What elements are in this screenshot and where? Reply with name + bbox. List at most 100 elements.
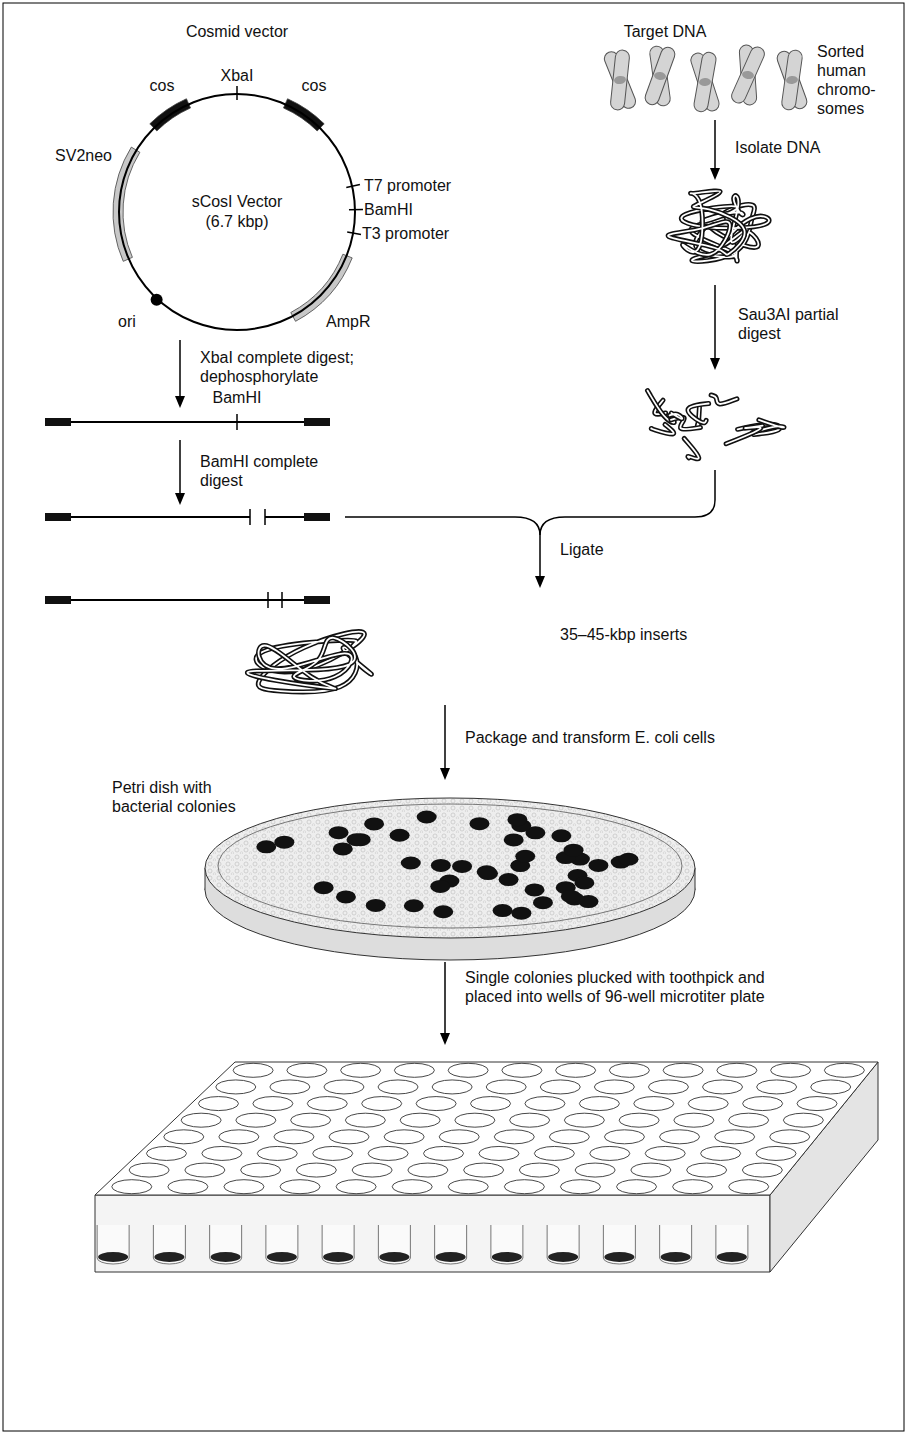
microtiter-plate <box>329 1130 369 1144</box>
microtiter-plate <box>439 1130 479 1144</box>
step-label: Package and transform E. coli cells <box>465 728 715 747</box>
microtiter-plate <box>717 1063 757 1077</box>
microtiter-plate <box>432 1080 472 1094</box>
microtiter-plate <box>492 1252 522 1262</box>
microtiter-plate <box>771 1063 811 1077</box>
bacterial-colony <box>256 811 638 920</box>
vector-arm <box>265 513 330 521</box>
microtiter-plate <box>660 1225 692 1264</box>
microtiter-plate <box>701 1146 741 1160</box>
bacterial-colony <box>504 833 524 846</box>
step-label: Ligate <box>560 540 604 559</box>
figure-heading: Cosmid vector <box>186 22 288 41</box>
chromosome <box>602 50 637 111</box>
microtiter-plate <box>502 1063 542 1077</box>
microtiter-plate <box>661 1252 691 1262</box>
dna-fragments <box>651 425 674 434</box>
bacterial-colony <box>493 904 513 917</box>
petri-dish <box>205 798 695 960</box>
step-arrow <box>175 396 185 408</box>
merge-lines <box>345 517 540 535</box>
bacterial-colony <box>515 850 535 863</box>
step-label: BamHI complete digest <box>200 452 330 490</box>
microtiter-plate <box>603 1225 635 1264</box>
microtiter-plate <box>345 1113 385 1127</box>
microtiter-plate <box>703 1080 743 1094</box>
chromosome <box>602 48 638 113</box>
vector-arm <box>45 516 250 518</box>
promoter-name: T3 promoter <box>362 224 449 243</box>
microtiter-plate <box>253 1097 293 1111</box>
microtiter-plate <box>198 1097 238 1111</box>
microtiter-plate <box>322 1225 354 1264</box>
dna-fragments <box>651 425 674 434</box>
microtiter-plate <box>617 1180 657 1194</box>
step-arrow <box>710 120 720 180</box>
microtiter-plate <box>368 1146 408 1160</box>
step-arrow <box>175 340 185 408</box>
microtiter-plate <box>378 1080 418 1094</box>
microtiter-plate <box>687 1163 727 1177</box>
chromosome <box>693 51 717 113</box>
site-name: BamHI <box>364 200 413 219</box>
microtiter-plate <box>742 1163 782 1177</box>
microtiter-plate <box>729 1113 769 1127</box>
vector-arm <box>45 418 71 426</box>
figure-heading: Target DNA <box>624 22 707 41</box>
chromosome <box>741 70 754 80</box>
microtiter-plate <box>224 1180 264 1194</box>
insert-dna <box>247 638 355 689</box>
step-label: Isolate DNA <box>735 138 820 157</box>
microtiter-plate <box>210 1225 242 1264</box>
microtiter-plate <box>673 1180 713 1194</box>
microtiter-plate <box>811 1080 851 1094</box>
step-arrow <box>440 768 450 780</box>
step-arrow <box>175 440 185 505</box>
cut-tick <box>249 509 251 525</box>
bacterial-colony <box>431 859 451 872</box>
microtiter-plate <box>394 1063 434 1077</box>
step-arrow <box>710 358 720 370</box>
circle-outline <box>118 93 356 331</box>
bacterial-colony <box>329 826 349 839</box>
step-label: Single colonies plucked with toothpick a… <box>465 968 800 1006</box>
microtiter-plate <box>448 1063 488 1077</box>
bacterial-colony <box>533 896 553 909</box>
step-arrow <box>714 120 716 170</box>
microtiter-plate <box>112 1180 152 1194</box>
microtiter-plate <box>716 1225 748 1264</box>
insert-size: 35–45-kbp inserts <box>560 625 687 644</box>
bacterial-colony <box>507 813 527 826</box>
microtiter-plate <box>216 1080 256 1094</box>
cos-label: cos <box>302 76 327 95</box>
bacterial-colony <box>417 811 437 824</box>
microtiter-plate <box>594 1080 634 1094</box>
microtiter-plate <box>95 1062 878 1195</box>
source-note: Sorted human chromo- somes <box>817 42 901 118</box>
chromosome <box>614 75 627 85</box>
microtiter-plate <box>448 1180 488 1194</box>
microtiter-plate <box>634 1097 674 1111</box>
bacterial-colony <box>564 844 584 857</box>
microtiter-plate <box>233 1063 273 1077</box>
microtiter-plate <box>491 1225 523 1264</box>
object-label: Petri dish with bacterial colonies <box>112 778 262 816</box>
dna-fragments <box>726 426 762 444</box>
petri-dish <box>218 804 682 928</box>
step-arrow <box>440 962 450 1045</box>
insert-dna <box>247 632 371 692</box>
merge-lines <box>540 470 715 535</box>
chromosome <box>643 44 677 108</box>
microtiter-plate <box>95 1062 878 1272</box>
microtiter-plate <box>436 1252 466 1262</box>
microtiter-plate <box>307 1097 347 1111</box>
microtiter-plate <box>400 1113 440 1127</box>
microtiter-plate <box>211 1252 241 1262</box>
microtiter-plate <box>504 1180 544 1194</box>
bacterial-colony <box>390 829 410 842</box>
microtiter-plate <box>797 1097 837 1111</box>
microtiter-plate <box>336 1180 376 1194</box>
dna-fragments <box>684 438 699 458</box>
microtiter-plate <box>408 1163 448 1177</box>
